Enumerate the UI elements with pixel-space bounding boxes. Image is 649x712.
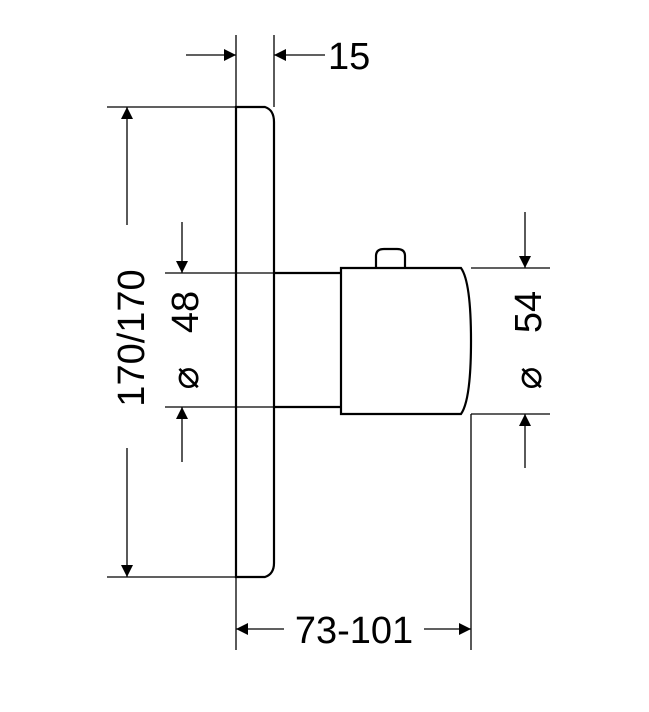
height-label: 170/170	[111, 269, 153, 406]
dimension-height: 170/170	[111, 107, 153, 577]
inner-diameter-symbol: ⌀	[165, 367, 207, 390]
knob	[339, 266, 473, 416]
outer-diameter-symbol: ⌀	[508, 367, 550, 390]
outer-diameter-label: 54	[508, 291, 550, 333]
stem	[274, 271, 341, 409]
extension-lines	[107, 35, 550, 650]
dimension-projection: 73-101	[236, 610, 471, 652]
top-depth-label: 15	[328, 36, 370, 78]
wall-plate	[234, 105, 276, 579]
dimension-outer-diameter: 54 ⌀	[508, 212, 550, 468]
inner-diameter-label: 48	[165, 291, 207, 333]
knob-cap	[374, 247, 407, 268]
projection-label: 73-101	[295, 610, 413, 652]
dimension-inner-diameter: 48 ⌀	[165, 222, 207, 462]
dimension-top-depth: 15	[186, 36, 370, 78]
